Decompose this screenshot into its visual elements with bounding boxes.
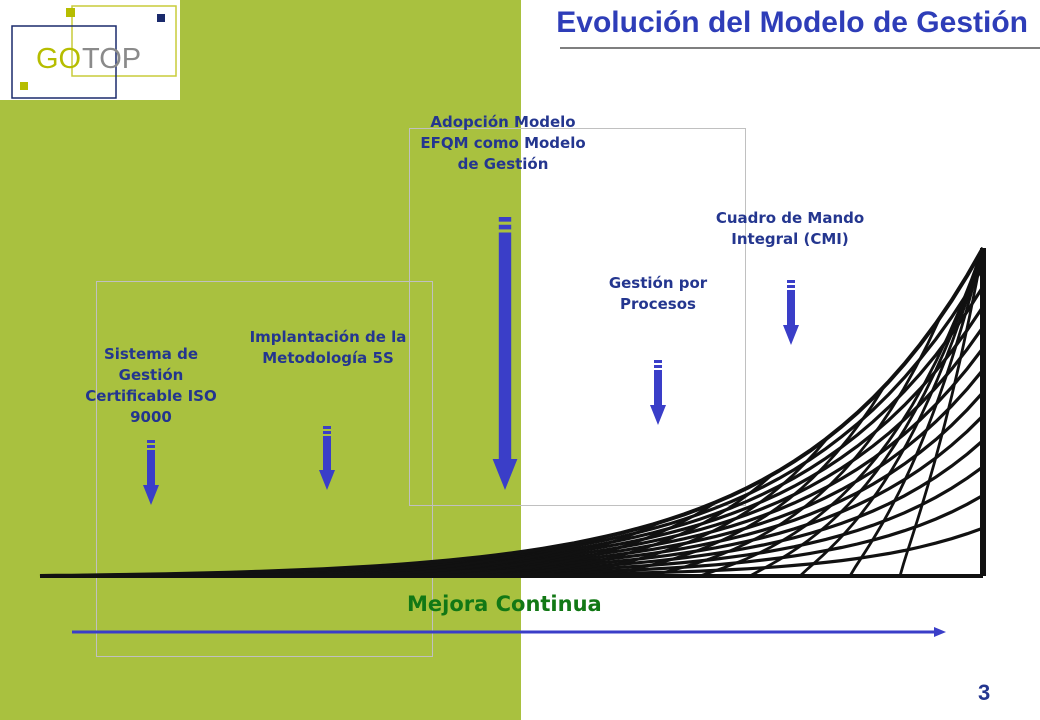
arrow-iso-9000-dash — [147, 445, 155, 448]
svg-text:GO: GO — [36, 43, 81, 75]
arrow-iso-9000-head — [143, 485, 159, 505]
grid-top-edge — [39, 247, 985, 578]
grid-line — [749, 247, 985, 578]
grid-line — [599, 386, 886, 578]
arrow-5s-dash — [323, 431, 331, 434]
grid-line — [549, 436, 830, 578]
arrow-5s-shaft — [323, 436, 331, 470]
frame-center — [409, 128, 746, 506]
title-underline — [560, 47, 1040, 49]
grid-line — [699, 247, 985, 578]
grid-line — [848, 247, 985, 577]
arrow-procesos-shaft — [654, 370, 662, 405]
arrow-efqm-dash — [498, 224, 512, 230]
arrow-cmi-head — [783, 325, 799, 345]
grid-line — [449, 501, 717, 578]
axis-label-mejora-continua: Mejora Continua — [407, 592, 602, 616]
arrow-efqm-head — [492, 459, 518, 490]
arrow-efqm-shaft — [498, 232, 512, 459]
page-number: 3 — [978, 680, 991, 705]
page-title: Evolución del Modelo de Gestión — [556, 6, 1028, 39]
curved-grid-surface — [39, 247, 986, 578]
milestone-label-iso-9000: Sistema de Gestión Certificable ISO 9000 — [85, 345, 217, 426]
arrow-iso-9000-dash — [147, 440, 155, 443]
mejora-continua-arrow-head — [934, 627, 946, 637]
grid-line — [39, 285, 985, 578]
gotop-logo: GO TOP — [0, 0, 180, 100]
grid-line — [898, 247, 985, 577]
arrow-procesos-dash — [654, 365, 662, 368]
arrow-procesos-head — [650, 405, 666, 425]
arrow-cmi-dash — [787, 285, 795, 288]
arrow-5s-head — [319, 470, 335, 490]
frame-left — [96, 281, 433, 657]
milestone-label-cmi: Cuadro de Mando Integral (CMI) — [715, 209, 865, 248]
grid-line — [349, 535, 605, 578]
milestone-label-5s: Implantación de la Metodología 5S — [249, 328, 407, 367]
grid-line — [399, 521, 661, 578]
arrow-procesos-dash — [654, 360, 662, 363]
arrow-cmi-shaft — [787, 290, 795, 325]
milestone-label-procesos: Gestión por Procesos — [608, 274, 708, 313]
arrow-cmi-dash — [787, 280, 795, 283]
arrow-5s-dash — [323, 426, 331, 429]
grid-line — [499, 473, 773, 578]
green-background-panel — [0, 0, 521, 720]
grid-line — [649, 317, 942, 578]
arrow-iso-9000-shaft — [147, 450, 155, 485]
svg-text:TOP: TOP — [82, 43, 141, 75]
grid-line — [799, 247, 985, 578]
milestone-label-efqm: Adopción Modelo EFQM como Modelo de Gest… — [420, 113, 586, 173]
arrow-efqm-dash — [498, 217, 512, 222]
